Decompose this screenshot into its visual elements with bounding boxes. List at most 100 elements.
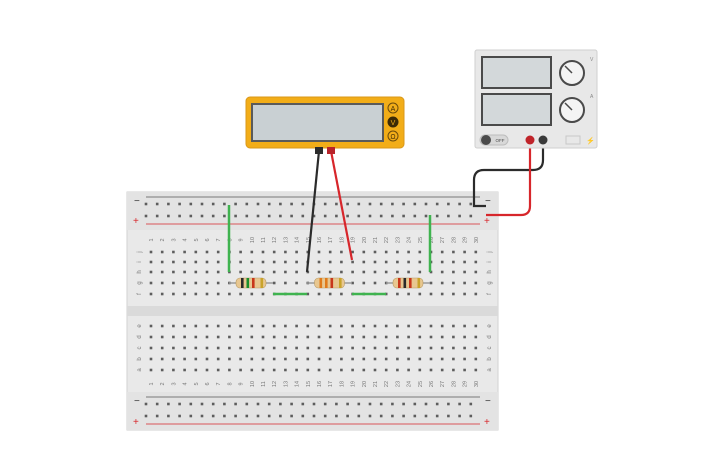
rail-hole[interactable] bbox=[267, 202, 271, 206]
rail-hole[interactable] bbox=[301, 214, 305, 218]
grid-hole[interactable] bbox=[261, 260, 265, 264]
rail-hole[interactable] bbox=[144, 414, 148, 418]
grid-hole[interactable] bbox=[340, 260, 343, 264]
grid-hole[interactable] bbox=[239, 324, 242, 328]
grid-hole[interactable] bbox=[149, 270, 153, 274]
grid-hole[interactable] bbox=[306, 324, 310, 328]
grid-hole[interactable] bbox=[284, 281, 287, 285]
multimeter-mode-a-button[interactable]: A bbox=[387, 102, 399, 114]
grid-hole[interactable] bbox=[160, 324, 164, 328]
grid-hole[interactable] bbox=[384, 335, 388, 339]
rail-hole[interactable] bbox=[357, 402, 361, 406]
grid-hole[interactable] bbox=[239, 346, 242, 350]
grid-hole[interactable] bbox=[452, 346, 455, 350]
grid-hole[interactable] bbox=[440, 335, 444, 339]
rail-hole[interactable] bbox=[223, 214, 226, 218]
grid-hole[interactable] bbox=[407, 270, 410, 274]
grid-hole[interactable] bbox=[194, 357, 198, 361]
grid-hole[interactable] bbox=[172, 292, 175, 296]
grid-hole[interactable] bbox=[250, 260, 254, 264]
grid-hole[interactable] bbox=[172, 357, 175, 361]
rail-hole[interactable] bbox=[379, 202, 383, 206]
power-supply-positive-terminal[interactable] bbox=[525, 135, 535, 145]
rail-hole[interactable] bbox=[469, 402, 473, 406]
rail-hole[interactable] bbox=[200, 214, 204, 218]
grid-hole[interactable] bbox=[183, 335, 186, 339]
grid-hole[interactable] bbox=[396, 292, 399, 296]
rail-hole[interactable] bbox=[402, 414, 405, 418]
grid-hole[interactable] bbox=[216, 250, 220, 254]
grid-hole[interactable] bbox=[295, 357, 298, 361]
grid-hole[interactable] bbox=[429, 368, 433, 372]
rail-hole[interactable] bbox=[469, 202, 473, 206]
grid-hole[interactable] bbox=[149, 357, 153, 361]
rail-hole[interactable] bbox=[413, 414, 417, 418]
grid-hole[interactable] bbox=[362, 281, 366, 285]
grid-hole[interactable] bbox=[261, 357, 265, 361]
grid-hole[interactable] bbox=[160, 357, 164, 361]
power-supply[interactable]: V A OFF ⚡ bbox=[474, 49, 598, 149]
grid-hole[interactable] bbox=[317, 292, 321, 296]
rail-hole[interactable] bbox=[223, 402, 226, 406]
grid-hole[interactable] bbox=[452, 292, 455, 296]
rail-hole[interactable] bbox=[447, 214, 450, 218]
grid-hole[interactable] bbox=[396, 250, 399, 254]
grid-hole[interactable] bbox=[172, 250, 175, 254]
grid-hole[interactable] bbox=[228, 324, 231, 328]
grid-hole[interactable] bbox=[205, 368, 209, 372]
grid-hole[interactable] bbox=[418, 270, 422, 274]
rail-hole[interactable] bbox=[167, 202, 170, 206]
grid-hole[interactable] bbox=[362, 335, 366, 339]
grid-hole[interactable] bbox=[149, 324, 153, 328]
grid-hole[interactable] bbox=[205, 292, 209, 296]
grid-hole[interactable] bbox=[418, 357, 422, 361]
grid-hole[interactable] bbox=[328, 324, 332, 328]
grid-hole[interactable] bbox=[250, 335, 254, 339]
grid-hole[interactable] bbox=[373, 357, 377, 361]
rail-hole[interactable] bbox=[200, 402, 204, 406]
grid-hole[interactable] bbox=[183, 324, 186, 328]
grid-hole[interactable] bbox=[295, 270, 298, 274]
rail-hole[interactable] bbox=[211, 414, 215, 418]
grid-hole[interactable] bbox=[216, 281, 220, 285]
grid-hole[interactable] bbox=[149, 292, 153, 296]
grid-hole[interactable] bbox=[160, 260, 164, 264]
rail-hole[interactable] bbox=[346, 402, 349, 406]
rail-hole[interactable] bbox=[256, 414, 260, 418]
grid-hole[interactable] bbox=[396, 368, 399, 372]
grid-hole[interactable] bbox=[474, 324, 478, 328]
rail-hole[interactable] bbox=[424, 202, 428, 206]
grid-hole[interactable] bbox=[351, 281, 354, 285]
grid-hole[interactable] bbox=[261, 292, 265, 296]
grid-hole[interactable] bbox=[160, 281, 164, 285]
grid-hole[interactable] bbox=[183, 346, 186, 350]
grid-hole[interactable] bbox=[272, 270, 276, 274]
rail-hole[interactable] bbox=[391, 202, 394, 206]
rail-hole[interactable] bbox=[335, 414, 338, 418]
grid-hole[interactable] bbox=[429, 357, 433, 361]
grid-hole[interactable] bbox=[440, 357, 444, 361]
rail-hole[interactable] bbox=[178, 214, 181, 218]
grid-hole[interactable] bbox=[272, 250, 276, 254]
rail-hole[interactable] bbox=[245, 402, 249, 406]
grid-hole[interactable] bbox=[463, 324, 466, 328]
resistor-3[interactable] bbox=[386, 277, 430, 289]
grid-hole[interactable] bbox=[306, 368, 310, 372]
rail-hole[interactable] bbox=[189, 402, 193, 406]
multimeter[interactable]: A V Ω bbox=[245, 96, 405, 154]
grid-hole[interactable] bbox=[328, 260, 332, 264]
rail-hole[interactable] bbox=[447, 414, 450, 418]
resistor-2[interactable] bbox=[307, 277, 352, 289]
grid-hole[interactable] bbox=[463, 270, 466, 274]
rail-hole[interactable] bbox=[256, 402, 260, 406]
grid-hole[interactable] bbox=[284, 270, 287, 274]
grid-hole[interactable] bbox=[474, 346, 478, 350]
grid-hole[interactable] bbox=[474, 260, 478, 264]
rail-hole[interactable] bbox=[379, 414, 383, 418]
grid-hole[interactable] bbox=[160, 368, 164, 372]
grid-hole[interactable] bbox=[384, 270, 388, 274]
grid-hole[interactable] bbox=[452, 357, 455, 361]
power-supply-negative-terminal[interactable] bbox=[538, 135, 548, 145]
rail-hole[interactable] bbox=[245, 414, 249, 418]
grid-hole[interactable] bbox=[384, 260, 388, 264]
